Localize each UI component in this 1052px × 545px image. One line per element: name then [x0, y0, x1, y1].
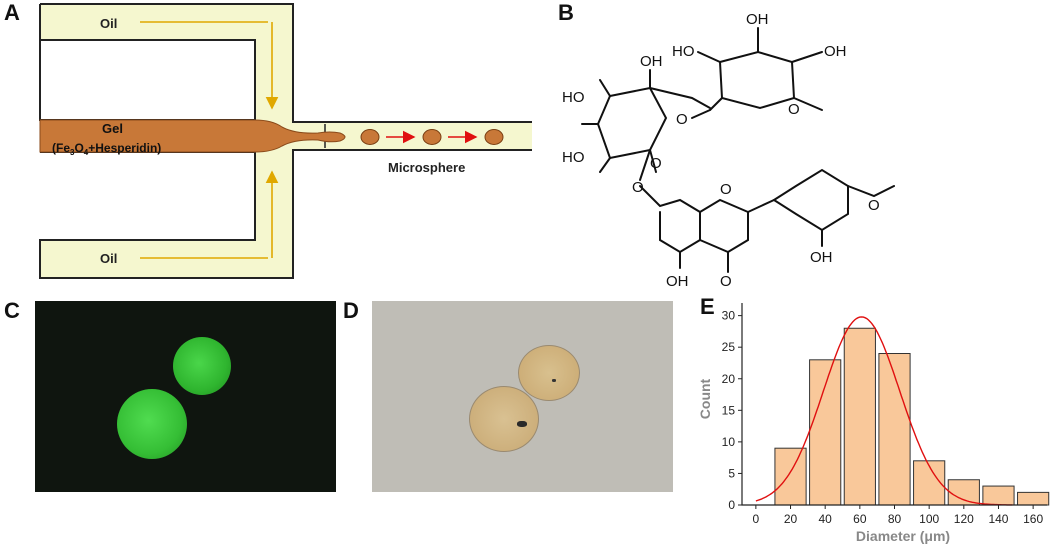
y-axis-title: Count [697, 378, 713, 419]
fluorescent-sphere-lower [117, 389, 187, 459]
histogram-bar-20 [774, 447, 807, 506]
y-tick-label-0: 0 [728, 498, 735, 512]
y-tick-label-25: 25 [722, 340, 736, 354]
o-label-glc-ring: O [650, 155, 662, 172]
microsphere-2 [422, 129, 442, 145]
y-tick-label-20: 20 [722, 372, 736, 386]
ho-label-rham-left: HO [672, 43, 695, 60]
y-tick-label-5: 5 [728, 466, 735, 480]
x-tick-label-140: 140 [988, 512, 1008, 526]
histogram-bar-80 [878, 353, 911, 506]
gel-stream [39, 119, 346, 153]
oil-label-top: Oil [100, 16, 117, 31]
microsphere-1 [360, 129, 380, 145]
x-axis-title: Diameter (μm) [856, 528, 950, 544]
brightfield-image [372, 301, 673, 492]
x-tick-label-80: 80 [888, 512, 902, 526]
gel-formula: (Fe3O4+Hesperidin) [52, 141, 161, 157]
oil-label-bottom: Oil [100, 251, 117, 266]
gaussian-fit-curve [755, 316, 1013, 506]
histogram-bar-140 [982, 485, 1015, 506]
histogram-bar-100 [913, 460, 946, 506]
histogram-bar-160 [1017, 491, 1050, 506]
o-label-methoxy: O [868, 197, 880, 214]
microsphere-3 [484, 129, 504, 145]
particle-dark-small [552, 379, 556, 382]
oh-label-rham-right: OH [824, 43, 847, 60]
x-tick-label-100: 100 [919, 512, 939, 526]
gel-label: Gel [102, 121, 123, 136]
o-label-ketone: O [720, 273, 732, 290]
hesperidin-structure: OH HO OH O O OH HO HO O O O OH O OH O [562, 11, 895, 290]
x-tick-label-60: 60 [853, 512, 867, 526]
microsphere-upper [518, 345, 580, 401]
ho-label-glc-left: HO [562, 89, 585, 106]
oh-label-rham-top: OH [746, 11, 769, 28]
panel-label-a: A [4, 0, 20, 25]
histogram-bar-120 [947, 479, 980, 506]
o-label-rham-ring: O [788, 101, 800, 118]
x-tick-label-40: 40 [819, 512, 833, 526]
x-tick-label-120: 120 [954, 512, 974, 526]
microfluidic-schematic: Oil Oil Gel (Fe3O4+Hesperidin) Microsphe… [39, 3, 532, 279]
histogram-bar-60 [843, 327, 876, 506]
histogram-bar-40 [809, 359, 842, 506]
x-tick-label-0: 0 [753, 512, 760, 526]
o-label-pyran: O [720, 181, 732, 198]
y-tick-label-15: 15 [722, 403, 736, 417]
o-label-aglycone-link: O [632, 179, 644, 196]
o-label-glyco-link: O [676, 111, 688, 128]
diameter-histogram: 0 5 10 15 20 25 30 0 20 40 60 80 100 120 140 160 Diamet… [697, 303, 1050, 544]
oh-label-b-ring: OH [810, 249, 833, 266]
fluorescence-image [35, 301, 336, 492]
x-tick-label-160: 160 [1023, 512, 1043, 526]
oh-label-glc-top: OH [640, 53, 663, 70]
oh-label-5: OH [666, 273, 689, 290]
microsphere-lower [469, 386, 539, 452]
panel-label-e: E [700, 294, 715, 319]
ho-label-glc-bottom: HO [562, 149, 585, 166]
microsphere-label: Microsphere [388, 160, 465, 175]
x-tick-label-20: 20 [784, 512, 798, 526]
y-tick-label-30: 30 [722, 309, 736, 323]
panel-label-c: C [4, 298, 20, 323]
panel-label-d: D [343, 298, 359, 323]
y-tick-label-10: 10 [722, 435, 736, 449]
panel-label-b: B [558, 0, 574, 25]
particle-dark [517, 421, 527, 427]
fluorescent-sphere-upper [173, 337, 231, 395]
